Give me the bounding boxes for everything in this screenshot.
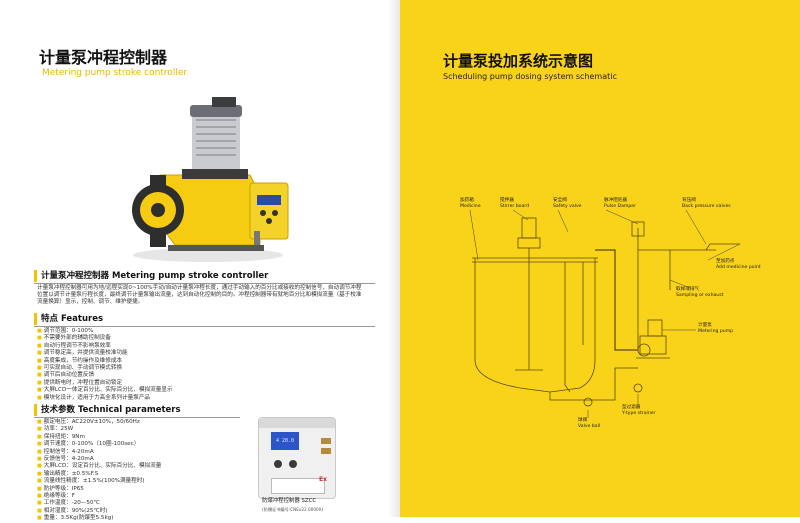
right-page	[400, 0, 800, 517]
list-item: 调节速度：0-100%（10圈-100sec）	[37, 441, 161, 448]
divider	[34, 326, 375, 327]
label-en: Medicine	[460, 203, 481, 209]
label-cn: 安全阀	[553, 198, 567, 203]
list-item: 流量线性精度：±1.5%(100%满量程时)	[37, 478, 161, 485]
cable-gland-icon	[321, 438, 331, 444]
cable-gland-icon	[321, 448, 331, 454]
label-cn: 至加药点	[716, 259, 735, 264]
label-en: Safety valve	[553, 203, 582, 209]
label-en: Y-type strainer	[622, 410, 656, 416]
label-en: Pulse Damper	[604, 203, 637, 209]
device-top-strip	[259, 418, 335, 428]
label-en: Back pressure valves	[682, 203, 731, 209]
button-icon	[289, 460, 298, 468]
left-page: 计量泵冲程控制器 Metering pump stroke controller…	[0, 0, 400, 521]
device-label-plate	[271, 478, 325, 494]
list-item: 大屏LCD一体定百分比、实际百分比、模拟流量显示	[37, 387, 173, 394]
metering-pump-image	[132, 97, 289, 262]
controller-description: 计量泵冲程控制器可用为地/远程实现0~100%手动/自动计量泵冲程长度，通过手动…	[37, 285, 362, 306]
label-cn: 脉冲阻尼器	[604, 198, 627, 203]
label-en: Add medicine point	[716, 264, 761, 270]
list-item: 提供断电时，冲程位置自动锁定	[37, 380, 173, 387]
section-heading-features: 特点 Features	[34, 313, 103, 325]
divider	[34, 417, 240, 418]
list-item: 功率：25W	[37, 426, 161, 433]
list-item: 保持扭矩：9Nm	[37, 434, 161, 441]
device-caption-sub: (防爆证书编号:CNEx22.0000X)	[262, 507, 324, 512]
list-item: 调节后自动位置反馈	[37, 372, 173, 379]
label-en: Sampling or exhaust	[676, 292, 724, 298]
features-list: 调节范围：0-100% 不需要外部的辅助控制设备 自动行程调节不影响泵效率 调节…	[37, 328, 173, 402]
page-fold	[388, 0, 400, 517]
list-item: 不需要外部的辅助控制设备	[37, 335, 173, 342]
label-cn: 加药箱	[460, 198, 474, 203]
list-item: 调节稳定高，并提供流量校准功能	[37, 350, 173, 357]
list-item: 防护等级：IP65	[37, 486, 161, 493]
list-item: 调节范围：0-100%	[37, 328, 173, 335]
section-heading-specs: 技术参数 Technical parameters	[34, 404, 181, 416]
specs-list: 额定电压：AC220V±10%，50/60Hz 功率：25W 保持扭矩：9Nm …	[37, 419, 162, 523]
page-title: 计量泵冲程控制器	[39, 48, 168, 67]
stroke-controller-device: 4 20.0 Ex	[258, 417, 336, 499]
list-item: 输出精度：±0.5%F.S	[37, 471, 161, 478]
label-cn: 搅拌器	[500, 198, 514, 203]
diagram-title: 计量泵投加系统示意图	[443, 52, 594, 70]
dosing-system-schematic	[469, 209, 741, 418]
list-item: 反馈信号：4-20mA	[37, 456, 161, 463]
list-item: 大屏LCD：设定百分比、实际百分比、模拟流量	[37, 463, 162, 470]
label-cn: 型过滤器	[622, 405, 641, 410]
page-subtitle: Metering pump stroke controller	[42, 68, 188, 78]
button-icon	[274, 460, 282, 468]
section-heading-controller: 计量泵冲程控制器 Metering pump stroke controller	[34, 270, 268, 282]
list-item: 高度集成，节约操作及维修成本	[37, 358, 173, 365]
list-item: 工作温度：-20—50℃	[37, 500, 161, 507]
divider	[34, 283, 375, 284]
list-item: 自动行程调节不影响泵效率	[37, 343, 173, 350]
list-item: 额定电压：AC220V±10%，50/60Hz	[37, 419, 161, 426]
list-item: 重量：3.5Kg(防爆型5.5kg)	[37, 515, 161, 522]
label-cn: 背压阀	[682, 198, 696, 203]
list-item: 可实现自动、手动调节模式转换	[37, 365, 173, 372]
label-en: Metering pump	[698, 328, 734, 334]
list-item: 绝缘等级：F	[37, 493, 161, 500]
diagram-subtitle: Scheduling pump dosing system schematic	[443, 72, 617, 81]
label-en: Stirrer board	[500, 203, 530, 209]
label-cn: 取样或排气	[676, 287, 699, 292]
label-cn: 球阀	[578, 418, 588, 423]
list-item: 模块化设计，适用于力高全系列计量泵产品	[37, 395, 173, 402]
device-lcd-screen: 4 20.0	[271, 432, 299, 450]
device-caption: 防爆冲程控制器 SZCC	[262, 498, 317, 504]
label-cn: 计量泵	[698, 323, 712, 328]
device-ex-mark: Ex	[319, 476, 327, 483]
list-item: 控制信号：4-20mA	[37, 449, 161, 456]
list-item: 相对湿度：90%(25℃时)	[37, 508, 161, 515]
label-en: Valve ball	[578, 423, 601, 429]
